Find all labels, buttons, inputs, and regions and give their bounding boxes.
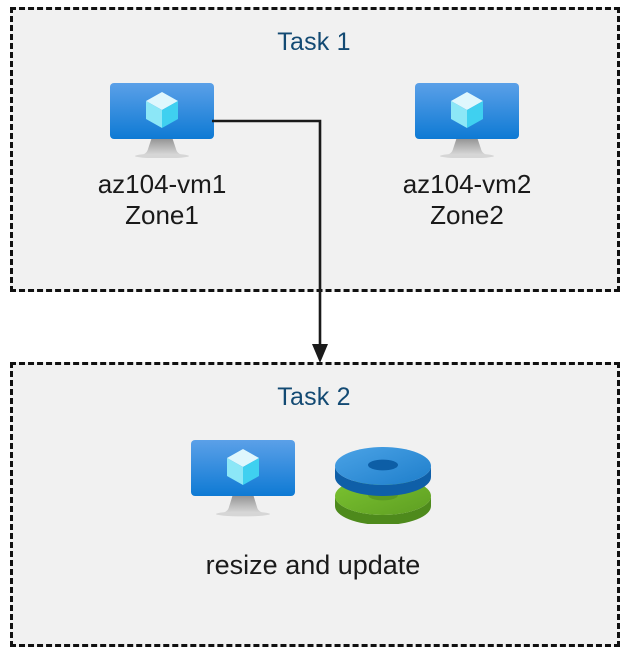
- task-2-container[interactable]: [10, 362, 620, 647]
- node-resize-and-update[interactable]: resize and update: [108, 440, 518, 581]
- node-label: az104-vm1 Zone1: [97, 169, 227, 230]
- task-1-title: Task 1: [277, 28, 351, 56]
- task-2-icon-row: [108, 440, 518, 529]
- node-az104-vm1[interactable]: az104-vm1 Zone1: [57, 83, 267, 231]
- virtual-machine-icon: [362, 83, 572, 158]
- virtual-machine-icon: [57, 83, 267, 158]
- task-2-title: Task 2: [277, 383, 351, 411]
- disks-icon: [331, 440, 435, 529]
- virtual-machine-icon: [191, 440, 295, 518]
- node-label: az104-vm2 Zone2: [402, 169, 532, 230]
- node-label: resize and update: [205, 550, 421, 580]
- node-az104-vm2[interactable]: az104-vm2 Zone2: [362, 83, 572, 231]
